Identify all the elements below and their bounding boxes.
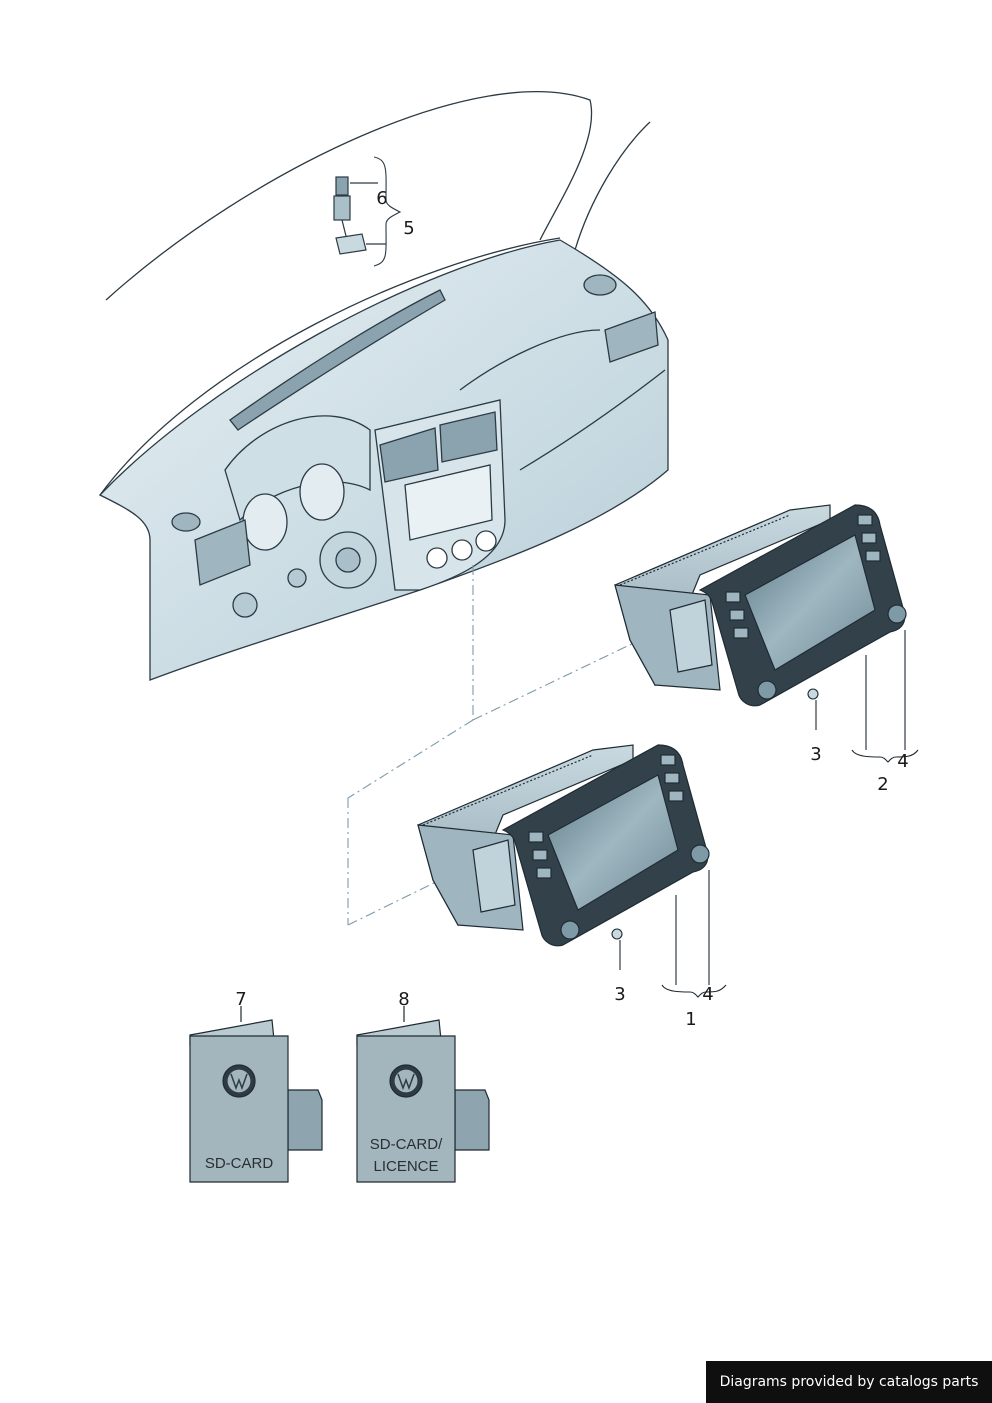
card-8-label-line2: LICENCE xyxy=(373,1158,438,1175)
screw-upper xyxy=(807,688,819,730)
bracket-5-6 xyxy=(373,156,402,267)
callout-7: 7 xyxy=(235,989,246,1010)
callout-4-upper: 4 xyxy=(897,751,908,772)
bracket-1 xyxy=(661,870,727,998)
callout-4-lower: 4 xyxy=(702,984,713,1005)
connector-part-5-6 xyxy=(333,176,386,255)
callout-3-lower: 3 xyxy=(614,984,625,1005)
callout-3-upper: 3 xyxy=(810,744,821,765)
radio-unit-1 xyxy=(417,744,710,947)
screw-lower xyxy=(611,928,623,970)
callout-5: 5 xyxy=(403,218,414,239)
leader-lines xyxy=(347,565,641,926)
sd-card-booklet-7 xyxy=(189,1006,323,1183)
sd-card-booklet-8 xyxy=(356,1006,490,1183)
attribution-badge: Diagrams provided by catalogs parts xyxy=(706,1361,992,1403)
attribution-text: Diagrams provided by catalogs parts xyxy=(719,1374,979,1390)
dashboard-illustration xyxy=(98,91,669,681)
callout-2: 2 xyxy=(877,774,888,795)
callout-1: 1 xyxy=(685,1009,696,1030)
card-8-label-line1: SD-CARD/ xyxy=(370,1136,443,1153)
callout-8: 8 xyxy=(398,989,409,1010)
radio-unit-2 xyxy=(614,504,907,707)
bracket-2 xyxy=(851,630,919,763)
card-7-label: SD-CARD xyxy=(205,1155,274,1172)
callout-6: 6 xyxy=(376,188,387,209)
